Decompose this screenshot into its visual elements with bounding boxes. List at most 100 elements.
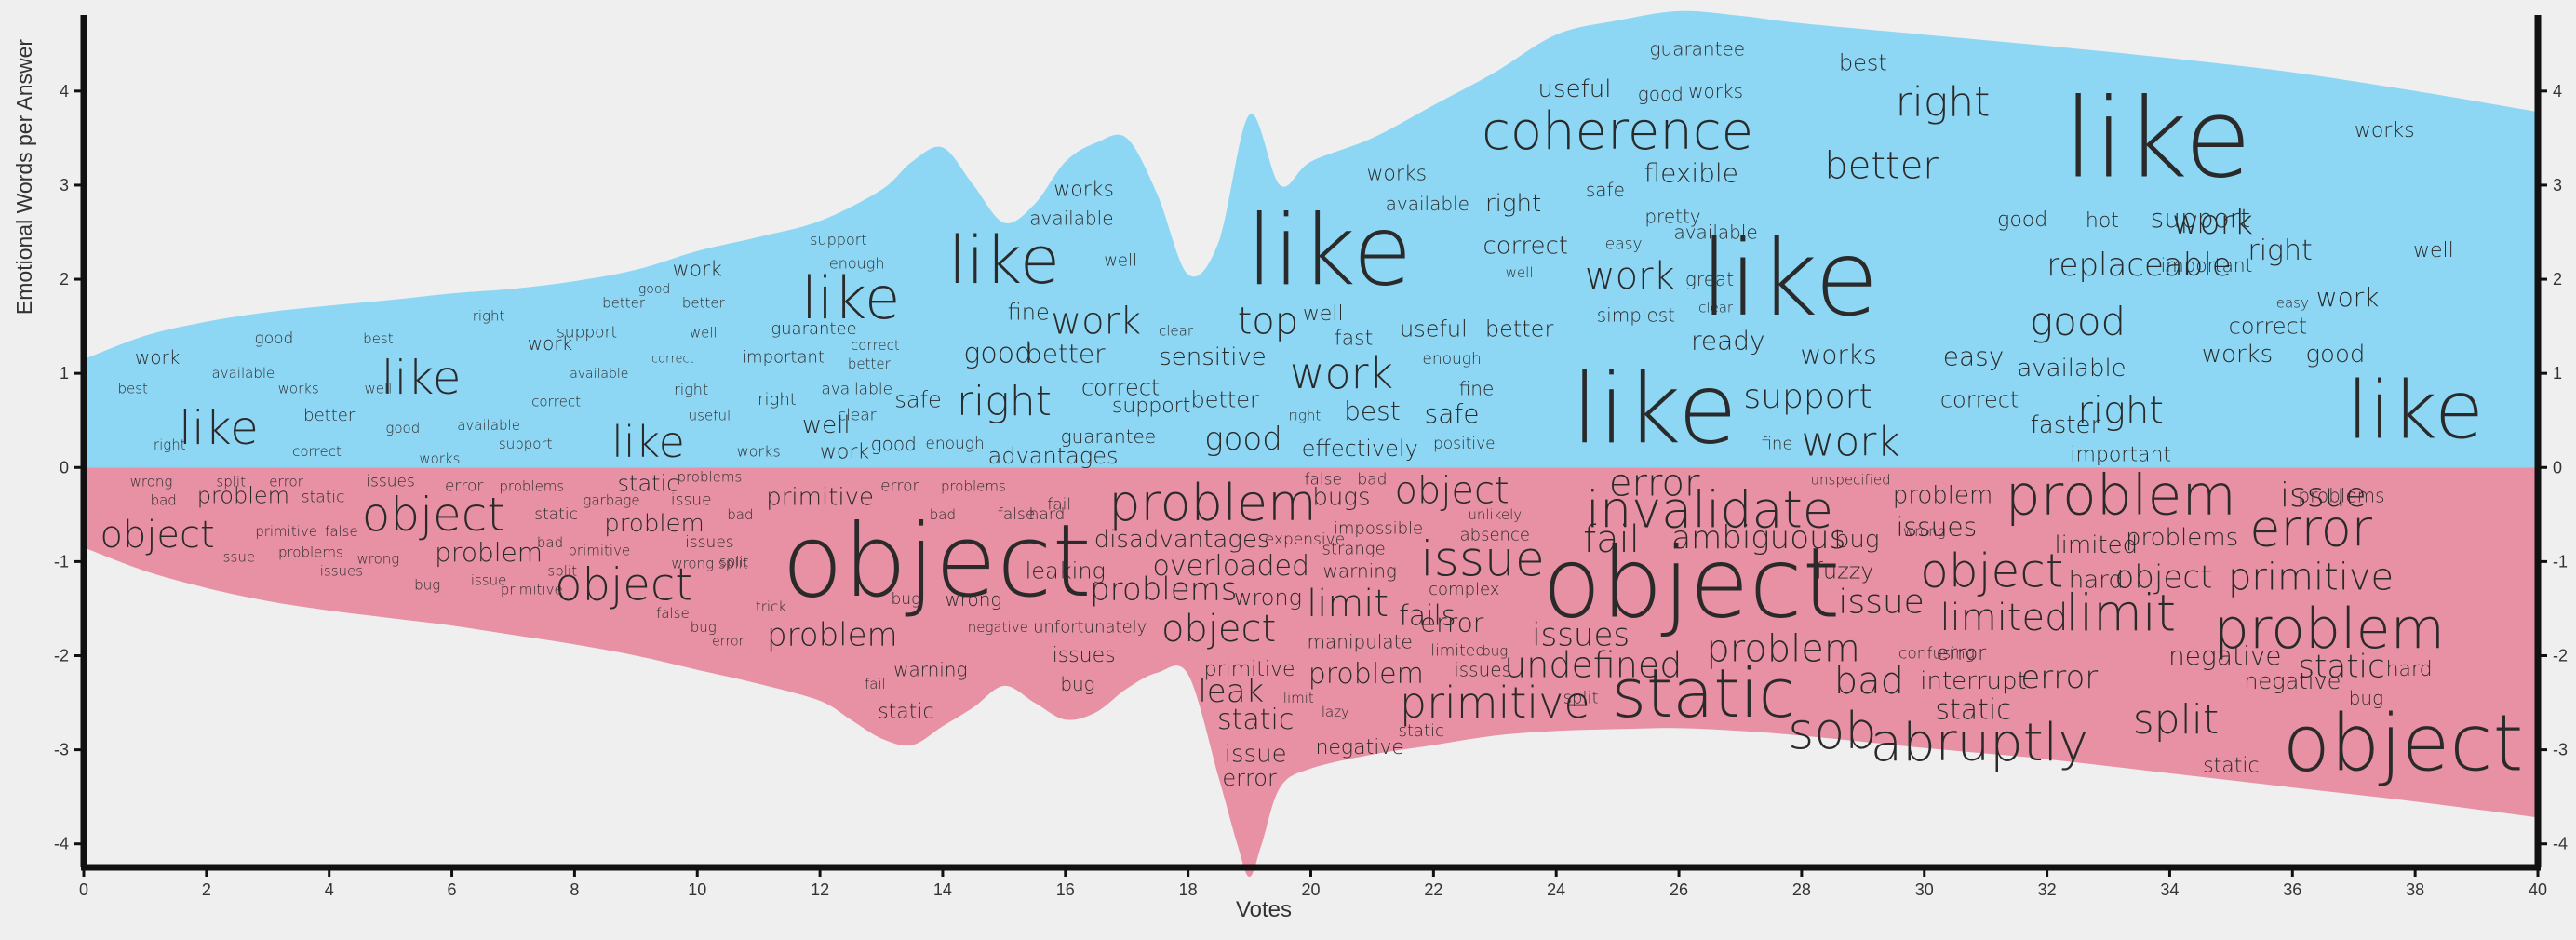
- word-negative: static: [2298, 649, 2384, 686]
- word-positive: correct: [1940, 387, 2019, 413]
- word-negative: unlikely: [1468, 506, 1522, 523]
- word-negative: negative: [968, 619, 1028, 636]
- word-negative: static: [302, 489, 345, 507]
- word-positive: like: [801, 264, 900, 332]
- x-tick-label: 2: [202, 880, 211, 899]
- word-negative: error: [445, 477, 483, 496]
- word-positive: easy: [1605, 235, 1643, 254]
- word-negative: object: [1920, 544, 2063, 598]
- word-negative: problem: [197, 483, 289, 509]
- word-positive: hot: [2086, 209, 2119, 233]
- word-negative: problems: [2126, 524, 2238, 552]
- word-negative: issue: [1838, 583, 1924, 621]
- word-positive: best: [1344, 396, 1401, 426]
- word-negative: limited: [1940, 597, 2069, 639]
- x-axis-label: Votes: [1236, 897, 1292, 922]
- word-positive: important: [742, 348, 825, 368]
- word-negative: problems: [278, 544, 343, 560]
- word-negative: split: [719, 553, 749, 570]
- word-positive: works: [1053, 179, 1114, 202]
- word-negative: error: [712, 634, 744, 649]
- word-positive: right: [674, 381, 708, 398]
- word-positive: work: [528, 332, 572, 355]
- word-negative: static: [2203, 754, 2259, 777]
- y-tick-label-left: -4: [54, 835, 69, 853]
- y-tick-label-right: -2: [2553, 647, 2568, 665]
- x-tick-label: 34: [2160, 880, 2179, 899]
- y-tick-label-right: -4: [2553, 835, 2568, 853]
- word-positive: available: [1673, 222, 1757, 244]
- word-positive: well: [1506, 264, 1534, 281]
- word-negative: fails: [1399, 600, 1456, 633]
- x-tick-label: 12: [811, 880, 829, 899]
- word-negative: error: [1420, 608, 1484, 638]
- word-positive: work: [2172, 204, 2253, 242]
- word-positive: well: [1303, 302, 1344, 326]
- y-tick-label-right: 0: [2553, 458, 2562, 477]
- word-negative: problem: [1893, 482, 1993, 510]
- word-negative: unspecified: [1810, 471, 1890, 488]
- word-negative: problem: [435, 537, 543, 568]
- word-negative: fuzzy: [1815, 558, 1873, 584]
- word-negative: absence: [1460, 526, 1530, 545]
- word-positive: good: [1204, 421, 1282, 458]
- word-negative: object: [362, 488, 505, 542]
- word-negative: object: [782, 504, 1092, 620]
- word-positive: good: [963, 337, 1032, 369]
- x-tick-label: 10: [688, 880, 706, 899]
- word-positive: pretty: [1644, 205, 1700, 227]
- word-positive: support: [557, 324, 617, 342]
- word-positive: better: [1026, 338, 1106, 369]
- word-negative: strange: [1322, 540, 1386, 559]
- word-negative: sob: [1788, 702, 1876, 760]
- x-tick-label: 40: [2529, 880, 2547, 899]
- word-positive: works: [1366, 162, 1427, 185]
- x-tick-label: 36: [2283, 880, 2301, 899]
- word-positive: clear: [1698, 299, 1734, 316]
- word-positive: flexible: [1644, 157, 1738, 188]
- word-negative: problems: [499, 478, 564, 495]
- word-negative: primitive: [501, 582, 563, 598]
- word-negative: error: [2249, 500, 2372, 558]
- word-positive: simplest: [1597, 304, 1675, 327]
- word-negative: limit: [1307, 583, 1389, 625]
- word-positive: available: [1029, 207, 1113, 229]
- word-negative: invalidate: [1586, 480, 1833, 539]
- word-negative: wrong: [1903, 523, 1946, 540]
- word-positive: useful: [1538, 75, 1612, 103]
- word-positive: right: [1896, 79, 1991, 127]
- x-tick-label: 22: [1424, 880, 1442, 899]
- word-negative: negative: [2244, 668, 2341, 694]
- word-positive: enough: [829, 254, 885, 272]
- word-positive: well: [1104, 250, 1137, 270]
- word-positive: good: [1997, 208, 2047, 232]
- word-positive: safe: [894, 387, 941, 413]
- word-negative: error: [269, 473, 303, 490]
- word-positive: like: [611, 417, 685, 467]
- word-positive: fine: [1459, 377, 1495, 399]
- word-negative: bad: [537, 534, 563, 551]
- y-tick-label-left: -2: [54, 647, 69, 665]
- word-positive: correct: [1081, 374, 1160, 400]
- word-negative: fail: [1047, 496, 1071, 515]
- word-negative: issue: [1225, 741, 1287, 769]
- word-positive: enough: [925, 435, 984, 453]
- word-positive: correct: [651, 353, 694, 367]
- word-negative: problems: [677, 468, 742, 485]
- word-positive: available: [821, 380, 892, 398]
- word-positive: work: [135, 346, 180, 369]
- word-positive: correct: [1483, 233, 1568, 261]
- x-tick-label: 32: [2038, 880, 2057, 899]
- word-negative: bad: [727, 506, 753, 523]
- word-negative: primitive: [766, 484, 874, 512]
- word-negative: false: [998, 505, 1035, 524]
- word-negative: primitive: [255, 523, 317, 540]
- word-positive: works: [278, 380, 319, 396]
- x-tick-label: 30: [1915, 880, 1934, 899]
- word-positive: correct: [292, 443, 342, 460]
- word-negative: warning: [893, 659, 967, 681]
- word-negative: split: [547, 563, 577, 580]
- word-positive: work: [1290, 348, 1393, 398]
- word-positive: well: [690, 325, 718, 342]
- word-positive: well: [802, 411, 851, 439]
